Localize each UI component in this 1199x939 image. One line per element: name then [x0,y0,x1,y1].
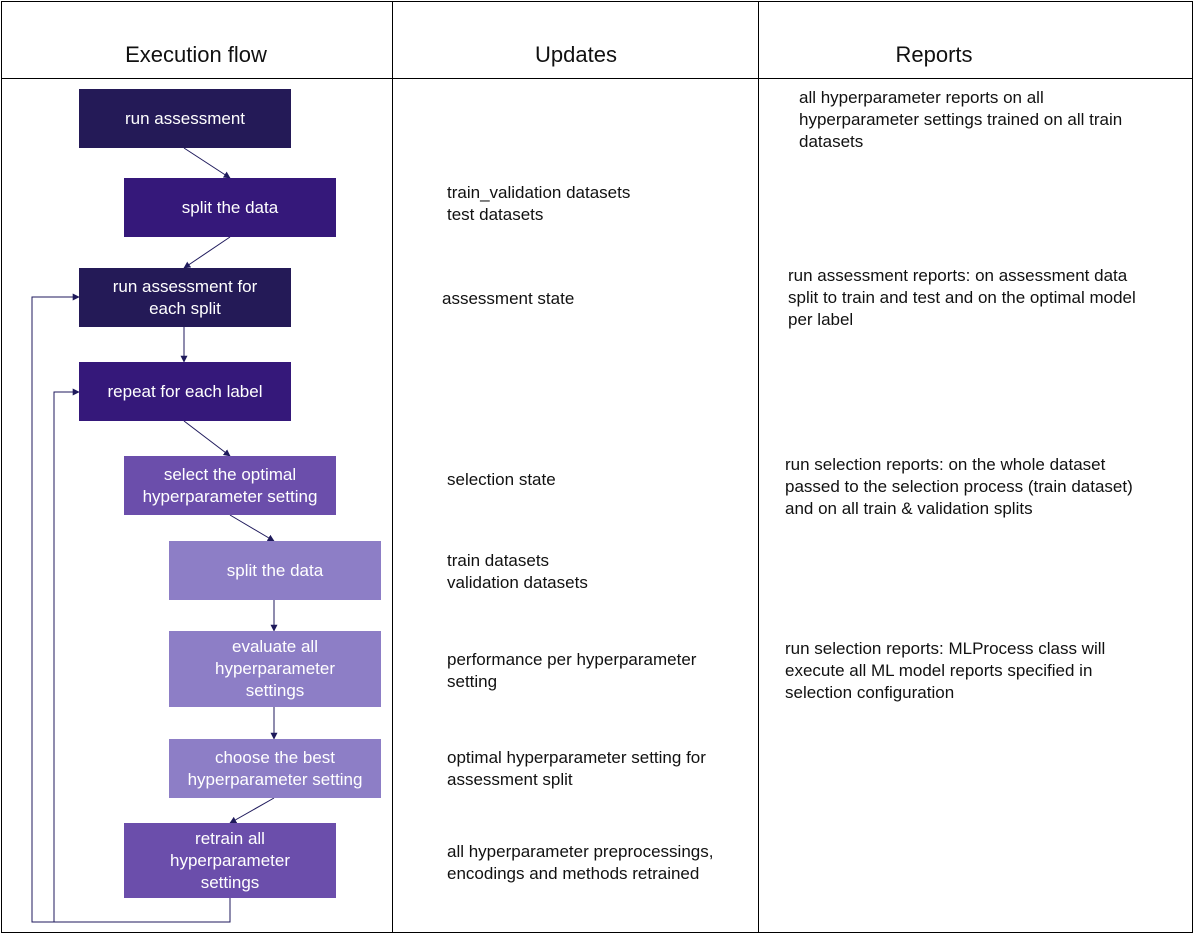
step-label: choose the best hyperparameter setting [187,747,363,789]
loop-split-connector [31,293,80,923]
connector-1 [183,147,231,179]
update-train-validation: train datasets validation datasets [447,551,588,592]
step-retrain-settings: retrain all hyperparameter settings [124,823,336,898]
update-performance: performance per hyperparameter setting [447,650,697,691]
step-label: repeat for each label [107,381,263,401]
update-retrained: all hyperparameter preprocessings, encod… [447,842,714,883]
report-mlprocess: run selection reports: MLProcess class w… [785,639,1106,702]
step-split-data: split the data [124,178,336,237]
connector-4 [183,420,231,457]
report-run-selection: run selection reports: on the whole data… [785,455,1133,518]
step-label: evaluate all hyperparameter settings [214,637,335,700]
update-split-datasets: train_validation datasets test datasets [447,183,631,224]
step-label: run assessment [125,108,245,128]
update-assessment-state: assessment state [442,289,575,308]
step-choose-best: choose the best hyperparameter setting [169,739,381,798]
header-updates: Updates [535,42,617,67]
step-select-optimal: select the optimal hyperparameter settin… [124,456,336,515]
update-selection-state: selection state [447,470,556,489]
header-reports: Reports [895,42,973,67]
update-optimal-setting: optimal hyperparameter setting for asses… [447,748,706,789]
step-label: run assessment for each split [112,276,258,318]
connector-8 [229,797,275,824]
step-evaluate-settings: evaluate all hyperparameter settings [169,631,381,707]
step-label: select the optimal hyperparameter settin… [142,464,318,506]
step-label: retrain all hyperparameter settings [169,828,290,892]
step-label: split the data [181,197,279,217]
connector-2 [183,236,231,269]
step-run-assessment-each-split: run assessment for each split [79,268,291,327]
header-execution-flow: Execution flow [125,42,267,67]
step-run-assessment: run assessment [79,89,291,148]
report-all-hyperparameters: all hyperparameter reports on all hyperp… [799,88,1123,151]
flow-connectors [31,147,278,923]
connector-5 [229,514,275,542]
report-run-assessment: run assessment reports: on assessment da… [788,266,1136,329]
step-split-data-inner: split the data [169,541,381,600]
step-label: split the data [226,560,324,580]
step-repeat-each-label: repeat for each label [79,362,291,421]
